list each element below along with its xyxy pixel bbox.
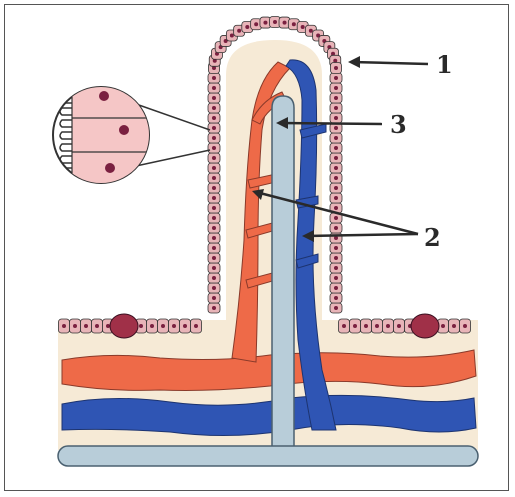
cell-nucleus — [230, 33, 234, 37]
leader-line-1 — [352, 62, 428, 64]
cell-nucleus — [254, 22, 258, 26]
lymph-vessel — [58, 446, 478, 466]
cell-nucleus — [212, 266, 216, 270]
cell-nucleus — [245, 25, 249, 29]
cell-nucleus — [334, 216, 338, 220]
cell-nucleus — [334, 296, 338, 300]
cell-nucleus — [334, 76, 338, 80]
zoom-line-bottom — [136, 150, 210, 166]
cell-nucleus — [212, 166, 216, 170]
cell-nucleus — [375, 324, 379, 328]
label-1: 1 — [436, 50, 453, 79]
cell-nucleus — [212, 126, 216, 130]
cell-nucleus — [334, 116, 338, 120]
cell-nucleus — [212, 216, 216, 220]
cell-nucleus — [212, 246, 216, 250]
cell-nucleus — [364, 324, 368, 328]
cell-nucleus — [334, 126, 338, 130]
cell-nucleus — [212, 136, 216, 140]
cell-nucleus — [463, 324, 467, 328]
central-lacteal — [272, 96, 294, 448]
cell-nucleus — [212, 86, 216, 90]
cell-nucleus — [334, 176, 338, 180]
cell-nucleus — [212, 106, 216, 110]
cell-nucleus — [237, 29, 241, 33]
cell-nucleus — [283, 21, 287, 25]
cell-nucleus — [334, 146, 338, 150]
leader-arrow-1 — [348, 56, 360, 68]
cell-nucleus — [212, 276, 216, 280]
cell-nucleus — [334, 96, 338, 100]
cell-nucleus — [334, 226, 338, 230]
leader-line-2b — [306, 234, 418, 236]
cell-nucleus — [334, 246, 338, 250]
cell-nucleus — [194, 324, 198, 328]
cell-nucleus — [84, 324, 88, 328]
cell-nucleus — [334, 196, 338, 200]
cell-nucleus — [334, 166, 338, 170]
cell-nucleus — [212, 156, 216, 160]
cell-nucleus — [212, 226, 216, 230]
cell-nucleus — [292, 22, 296, 26]
cell-nucleus — [212, 186, 216, 190]
cell-nucleus — [212, 76, 216, 80]
cell-nucleus — [334, 286, 338, 290]
vein-band — [62, 395, 476, 435]
cell-nucleus — [212, 206, 216, 210]
cell-nucleus — [334, 136, 338, 140]
label-2: 2 — [424, 223, 441, 252]
cell-nucleus — [334, 276, 338, 280]
cell-nucleus — [212, 236, 216, 240]
cell-nucleus — [353, 324, 357, 328]
cell-nucleus — [212, 256, 216, 260]
cell-nucleus — [62, 324, 66, 328]
cell-nucleus — [212, 296, 216, 300]
goblet-cell-left — [110, 314, 138, 338]
cell-nucleus — [172, 324, 176, 328]
cell-nucleus — [334, 266, 338, 270]
cell-nucleus — [73, 324, 77, 328]
microvilli-zoom-inset — [53, 80, 152, 190]
cell-nucleus — [212, 146, 216, 150]
cell-nucleus — [106, 324, 110, 328]
cell-nucleus — [397, 324, 401, 328]
cell-nucleus — [273, 20, 277, 24]
cell-nucleus — [212, 306, 216, 310]
cell-nucleus — [161, 324, 165, 328]
cell-nucleus — [334, 156, 338, 160]
cell-nucleus — [334, 66, 338, 70]
cell-nucleus — [342, 324, 346, 328]
cell-nucleus — [334, 206, 338, 210]
cell-nucleus — [212, 116, 216, 120]
cell-nucleus — [334, 86, 338, 90]
cell-nucleus — [212, 286, 216, 290]
label-3: 3 — [390, 110, 407, 139]
cell-nucleus — [309, 29, 313, 33]
cell-nucleus — [301, 25, 305, 29]
cell-nucleus — [212, 176, 216, 180]
goblet-cell-right — [411, 314, 439, 338]
cell-nucleus — [263, 21, 267, 25]
cell-nucleus — [183, 324, 187, 328]
cell-nucleus — [212, 196, 216, 200]
cell-nucleus — [452, 324, 456, 328]
cell-nucleus — [150, 324, 154, 328]
cell-nucleus — [441, 324, 445, 328]
cell-nucleus — [212, 96, 216, 100]
leader-line-3 — [280, 123, 382, 124]
cell-nucleus — [95, 324, 99, 328]
cell-nucleus — [334, 186, 338, 190]
microvillus — [60, 180, 72, 187]
cell-nucleus — [334, 256, 338, 260]
cell-nucleus — [386, 324, 390, 328]
cell-nucleus — [334, 106, 338, 110]
cell-nucleus — [139, 324, 143, 328]
cell-nucleus — [334, 306, 338, 310]
